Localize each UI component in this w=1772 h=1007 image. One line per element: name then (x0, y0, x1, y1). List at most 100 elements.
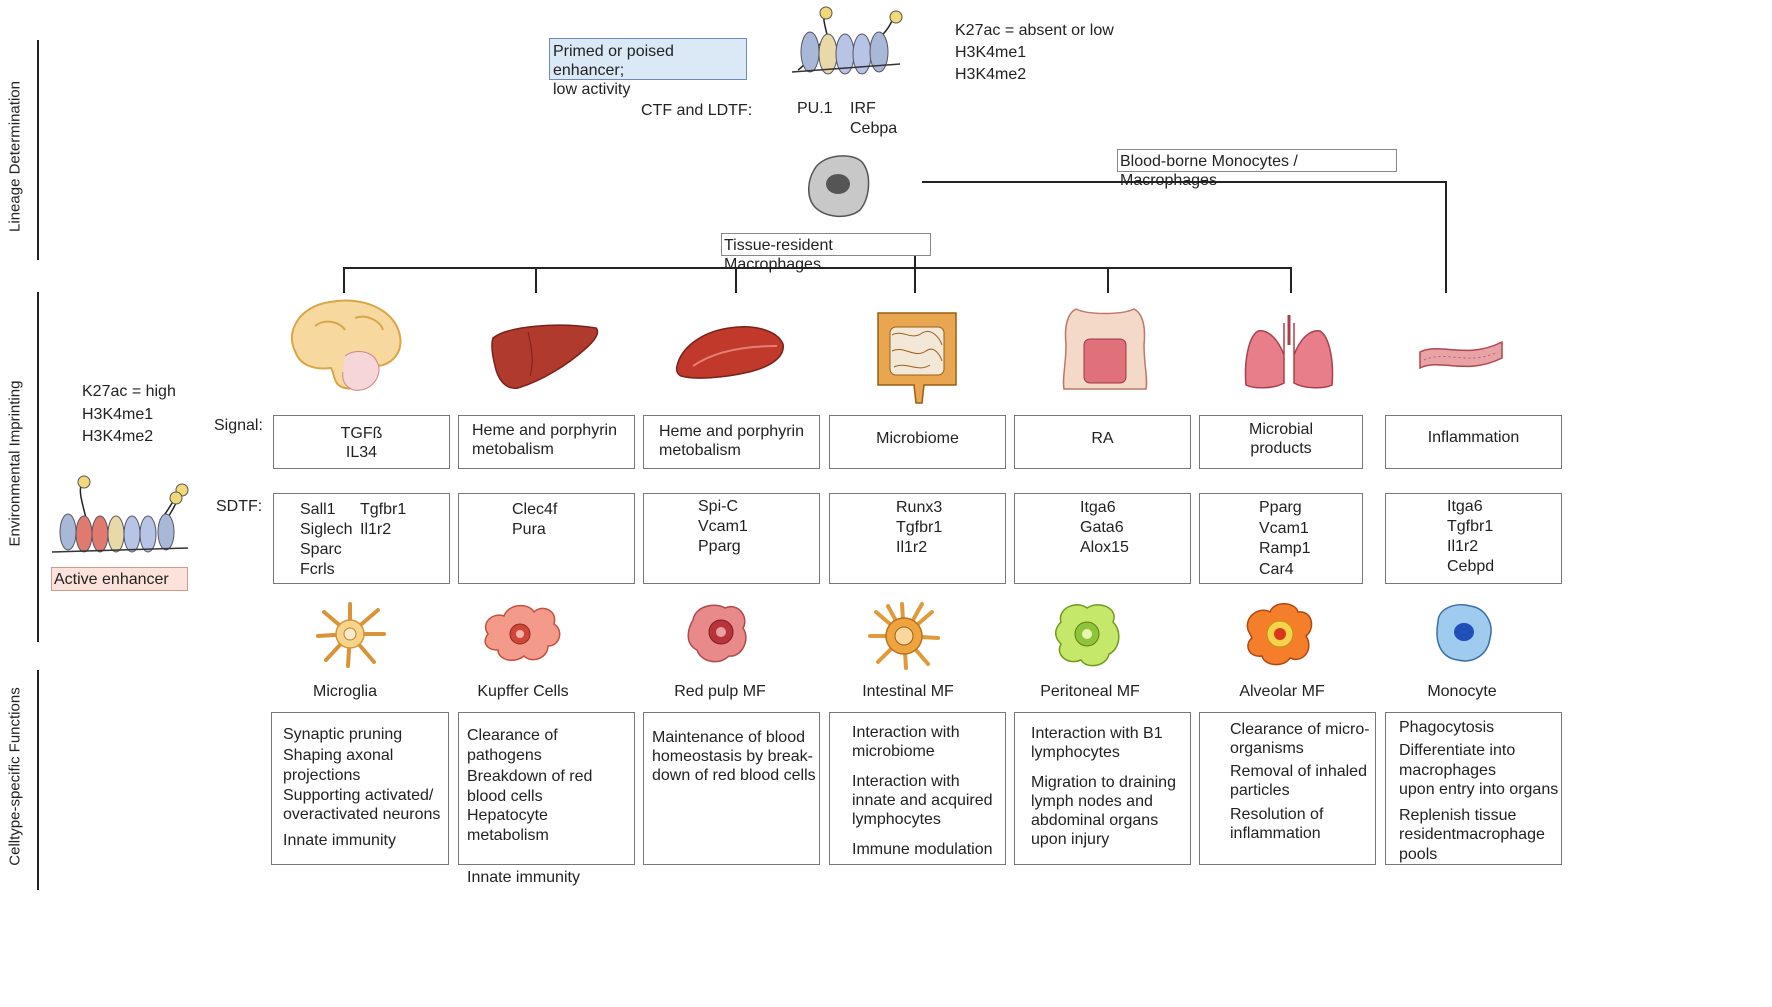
signal-line: metobalism (472, 441, 554, 458)
cell-name-kupffer: Kupffer Cells (477, 683, 569, 700)
sdtf-item: Gata6 (1080, 519, 1124, 536)
function-line: residentmacrophage (1399, 826, 1545, 844)
primed-enhancer-box: Primed or poised enhancer; low activity (549, 38, 747, 98)
function-line: Interaction with (852, 724, 960, 741)
peritoneal-mf-icon (1055, 604, 1120, 667)
spleen-icon (675, 326, 784, 379)
function-line: Differentiate into (1399, 742, 1516, 760)
tissue-tree-stem (914, 256, 916, 267)
sdtf-item: Car4 (1259, 560, 1294, 578)
signal-line: TGFß (340, 425, 383, 442)
sdtf-item: Itga6 (1447, 498, 1483, 515)
tissue-resident-label: Tissue-resident Macrophages (721, 233, 931, 273)
sdtf-row-label: SDTF: (216, 498, 263, 515)
sdtf-item: Ramp1 (1259, 540, 1311, 557)
top-mark-2: H3K4me1 (955, 44, 1027, 61)
signal-line: IL34 (345, 444, 378, 461)
function-line: lymphocytes (1031, 744, 1120, 761)
left-histone-marks: K27ac = high H3K4me1 H3K4me2 (82, 381, 176, 449)
tissue-branch-5 (1107, 267, 1109, 293)
primed-enhancer-line2: low activity (553, 81, 631, 98)
ctf-ldtf-label: CTF and LDTF: (641, 102, 753, 119)
function-line: Hepatocyte metabolism (467, 807, 549, 844)
function-line: Innate immunity (283, 832, 396, 850)
intestine-icon (877, 312, 957, 404)
functions-box-peritoneal: Interaction with B1 lymphocytes Migratio… (1014, 712, 1191, 865)
primed-nucleosome-icon (791, 6, 903, 75)
signal-box-peritoneal: RA (1014, 415, 1191, 469)
sdtf-item: Vcam1 (698, 518, 748, 535)
tf-pu1: PU.1 (797, 100, 833, 117)
kupffer-cell-icon (484, 604, 561, 662)
left-mark-1: K27ac = high (82, 383, 176, 400)
tf-cebpa: Cebpa (850, 120, 898, 137)
sdtf-item: Runx3 (896, 499, 943, 516)
functions-box-microglia: Synaptic pruning Shaping axonal projecti… (271, 712, 449, 865)
functions-box-intestinal: Interaction with microbiome Interaction … (829, 712, 1006, 865)
sdtf-item: Clec4f (512, 501, 558, 518)
signal-box-kupffer: Heme and porphyrin metobalism (458, 415, 635, 469)
top-mark-3: H3K4me2 (955, 66, 1027, 83)
red-pulp-mf-icon (687, 604, 747, 663)
tissue-branch-6 (1290, 267, 1292, 293)
sdtf-box-monocyte: Itga6 Tgfbr1 Il1r2 Cebpd (1385, 493, 1562, 584)
intestinal-mf-icon (868, 602, 940, 670)
tissue-branch-2 (535, 267, 537, 293)
function-line: upon entry into organs (1399, 780, 1559, 798)
function-line: Migration to draining (1031, 774, 1176, 791)
cell-name-monocyte: Monocyte (1427, 683, 1497, 700)
liver-icon (491, 324, 599, 389)
function-line: organisms (1230, 740, 1304, 757)
tissue-resident-text: Tissue-resident Macrophages (724, 237, 833, 273)
peritoneum-icon (1062, 308, 1148, 390)
cell-name-alveolar: Alveolar MF (1239, 683, 1325, 700)
monocyte-icon (1436, 604, 1492, 662)
sdtf-item: Tgfbr1 (360, 501, 407, 518)
sdtf-box-red-pulp: Spi-C Vcam1 Pparg (643, 493, 820, 584)
sdtf-item: Siglech (300, 521, 353, 538)
sdtf-box-kupffer: Clec4f Pura (458, 493, 635, 584)
blood-borne-text: Blood-borne Monocytes / Macrophages (1120, 153, 1298, 189)
signal-line: metobalism (659, 442, 741, 459)
sdtf-item: Alox15 (1080, 539, 1129, 556)
tf-irf: IRF (850, 100, 876, 117)
signal-box-monocyte: Inflammation (1385, 415, 1562, 469)
sdtf-item: Sparc (300, 541, 342, 558)
cell-name-intestinal: Intestinal MF (862, 683, 954, 700)
function-line: upon injury (1031, 831, 1110, 848)
cell-name-peritoneal: Peritoneal MF (1040, 683, 1140, 700)
tissue-branch-4 (914, 267, 916, 293)
functions-box-monocyte: Phagocytosis Differentiate into macropha… (1385, 712, 1562, 865)
function-line: Breakdown of red (467, 768, 593, 785)
signal-line: Microbiome (876, 430, 959, 447)
tissue-tree-h (343, 267, 1291, 269)
sdtf-item: Pura (512, 521, 546, 538)
environment-section-label: Environmental Imprinting (6, 380, 24, 547)
functions-section-label: Celltype-specific Functions (6, 687, 24, 866)
function-line: inflammation (1230, 825, 1321, 842)
lineage-section-bar (37, 40, 39, 260)
sdtf-box-microglia: Sall1 Siglech Sparc Fcrls Tgfbr1 Il1r2 (273, 493, 450, 584)
function-line: macrophages (1399, 761, 1496, 779)
function-line: lymph nodes and (1031, 793, 1153, 810)
functions-box-alveolar: Clearance of micro- organisms Removal of… (1199, 712, 1376, 865)
tissue-branch-3 (735, 267, 737, 293)
signal-line: RA (1091, 430, 1114, 447)
tissue-branch-1 (343, 267, 345, 293)
sdtf-item: Cebpd (1447, 558, 1495, 575)
sdtf-item: Itga6 (1080, 499, 1116, 516)
cell-name-red-pulp: Red pulp MF (674, 683, 766, 700)
function-line: Innate immunity (467, 869, 580, 886)
signal-box-alveolar: Microbial products (1199, 415, 1363, 469)
function-line: Clearance of micro- (1230, 721, 1370, 738)
function-line: microbiome (852, 743, 935, 760)
function-line: homeostasis by break- (652, 748, 813, 765)
environment-section-bar (37, 292, 39, 642)
function-line: Phagocytosis (1399, 719, 1495, 736)
primed-enhancer-line1: Primed or poised enhancer; (553, 43, 674, 79)
function-line: down of red blood cells (652, 767, 816, 784)
sdtf-item: Vcam1 (1259, 519, 1309, 537)
lung-icon (1244, 315, 1334, 389)
sdtf-item: Pparg (698, 538, 741, 555)
function-line: Maintenance of blood (652, 729, 805, 746)
